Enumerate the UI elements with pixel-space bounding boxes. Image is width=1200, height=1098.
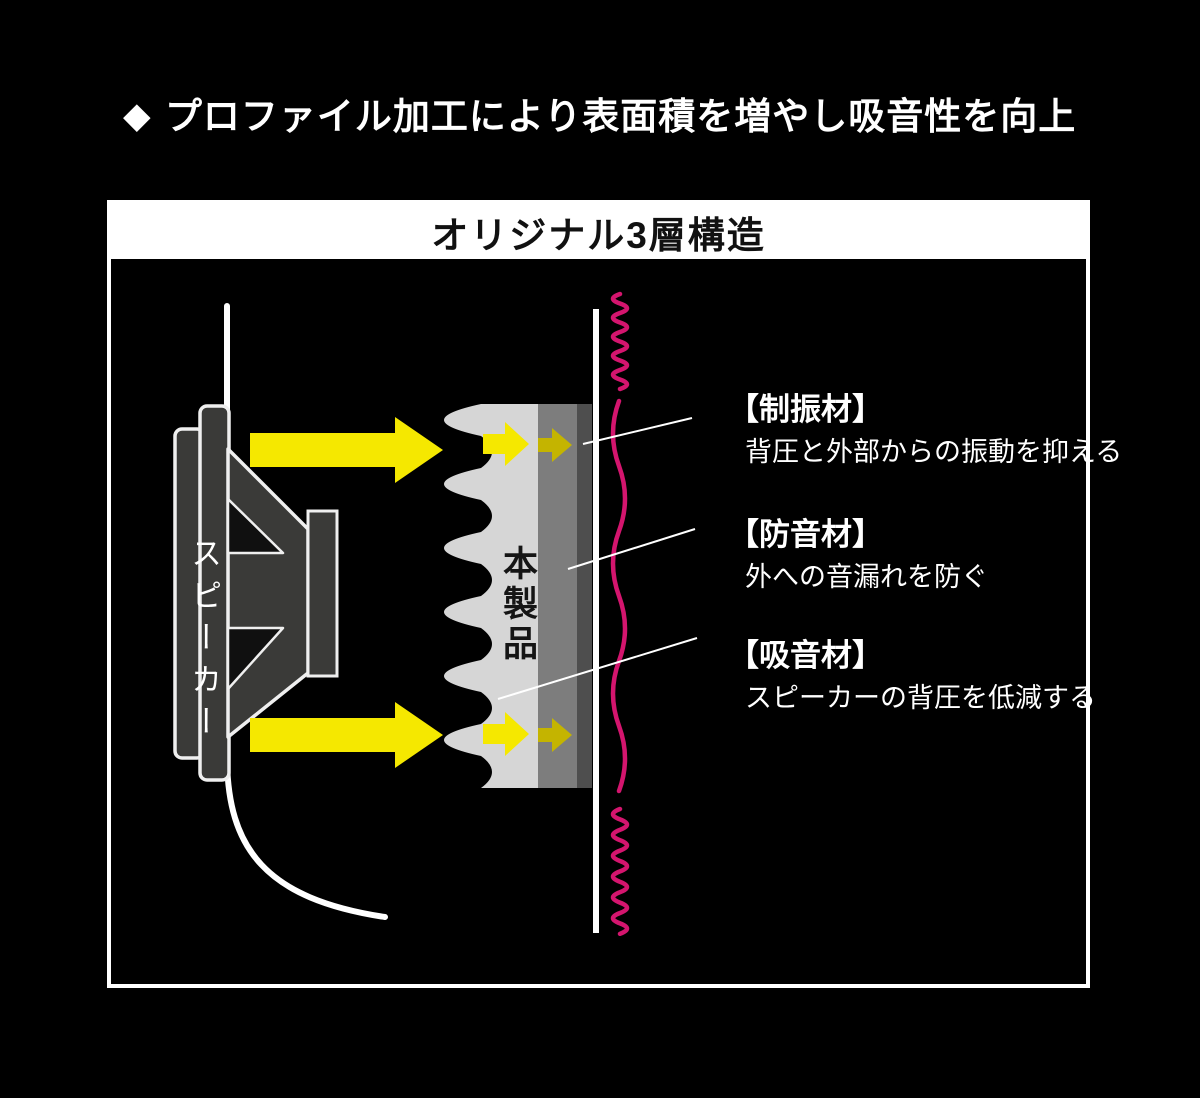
arrow-small-top <box>538 428 572 462</box>
arrow-large-top <box>250 417 443 483</box>
page-heading: ◆ プロファイル加工により表面積を増やし吸音性を向上 <box>0 86 1200 140</box>
structure-panel: オリジナル3層構造 <box>107 200 1122 988</box>
arrow-medium-top <box>483 422 529 466</box>
diamond-icon: ◆ <box>123 97 151 135</box>
callout-heading-soundproof: 【防音材】 <box>728 517 883 552</box>
cone-notch-bottom <box>226 626 285 691</box>
page-heading-text: プロファイル加工により表面積を増やし吸音性を向上 <box>164 96 1077 137</box>
callout-damping: 【制振材】 背圧と外部からの振動を抑える <box>728 391 1122 468</box>
speaker-cone <box>226 447 310 739</box>
speaker-label: スピーカー <box>186 537 221 747</box>
callout-heading-damping: 【制振材】 <box>728 392 883 427</box>
arrow-small-bottom <box>538 718 572 752</box>
door-panel-line <box>593 309 599 933</box>
structure-diagram <box>173 291 698 937</box>
callout-heading-absorber: 【吸音材】 <box>728 638 883 673</box>
callout-desc-damping: 背圧と外部からの振動を抑える <box>745 437 1123 467</box>
product-label: 本製品 <box>498 545 537 665</box>
callout-desc-absorber: スピーカーの背圧を低減する <box>745 683 1096 713</box>
diagram-area: スピーカー 本製品 【制振材】 背圧と外部からの振動を抑える 【防音材】 外への… <box>111 259 1122 979</box>
leader-line-damping <box>582 417 693 445</box>
cone-notch-top <box>226 497 285 555</box>
arrow-medium-bottom <box>483 712 529 756</box>
voice-coil <box>306 509 339 678</box>
panel-title-band: オリジナル3層構造 <box>111 204 1086 259</box>
leader-line-absorber <box>497 637 698 700</box>
absorber-layer <box>444 404 538 788</box>
arrow-large-bottom <box>250 702 443 768</box>
callout-soundproof: 【防音材】 外への音漏れを防ぐ <box>728 516 988 593</box>
damped-wave <box>610 398 628 794</box>
leader-line-soundproof <box>567 528 696 570</box>
damping-layer <box>577 404 592 788</box>
callout-desc-soundproof: 外への音漏れを防ぐ <box>745 562 988 592</box>
vibration-squiggle-bottom <box>610 806 630 937</box>
panel-title: オリジナル3層構造 <box>431 214 766 256</box>
vibration-squiggle-top <box>610 291 630 392</box>
callout-absorber: 【吸音材】 スピーカーの背圧を低減する <box>728 637 1096 714</box>
